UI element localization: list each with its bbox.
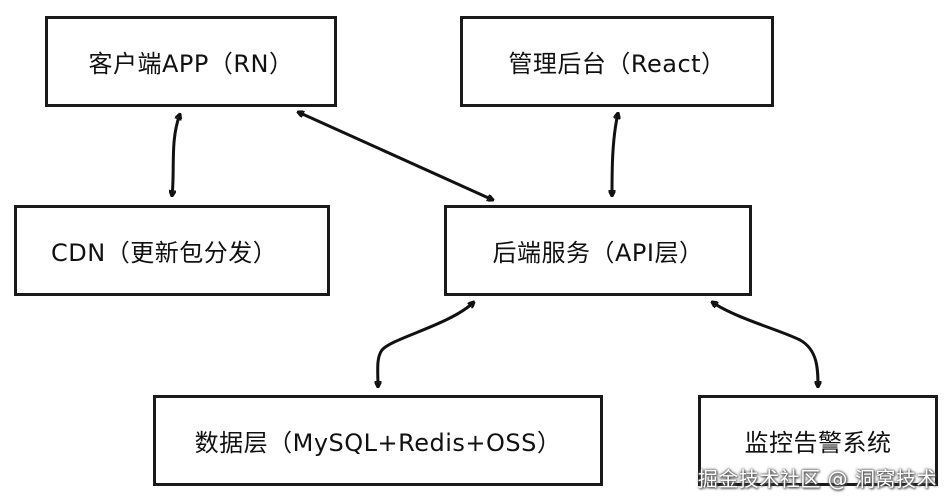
node-client-app-label: 客户端APP（RN）	[88, 50, 294, 78]
node-backend-service-label: 后端服务（API层）	[492, 239, 704, 267]
node-data-layer: 数据层（MySQL+Redis+OSS）	[153, 395, 603, 486]
node-admin-console: 管理后台（React）	[460, 16, 774, 107]
edge-backend-monitor	[712, 302, 818, 387]
node-monitoring-system-label: 监控告警系统	[744, 429, 892, 457]
edge-client-cdn	[172, 114, 180, 196]
edge-client-backend	[298, 112, 493, 200]
node-admin-console-label: 管理后台（React）	[508, 50, 726, 78]
node-cdn-label: CDN（更新包分发）	[51, 239, 278, 267]
watermark-text: 掘金技术社区 @ 洞窝技术	[697, 467, 937, 491]
edge-backend-data	[378, 302, 474, 387]
node-client-app: 客户端APP（RN）	[45, 16, 337, 107]
edge-admin-backend	[612, 113, 618, 196]
node-data-layer-label: 数据层（MySQL+Redis+OSS）	[194, 429, 562, 457]
node-backend-service: 后端服务（API层）	[444, 205, 752, 296]
node-monitoring-system: 监控告警系统	[698, 395, 938, 486]
node-cdn: CDN（更新包分发）	[14, 205, 330, 296]
